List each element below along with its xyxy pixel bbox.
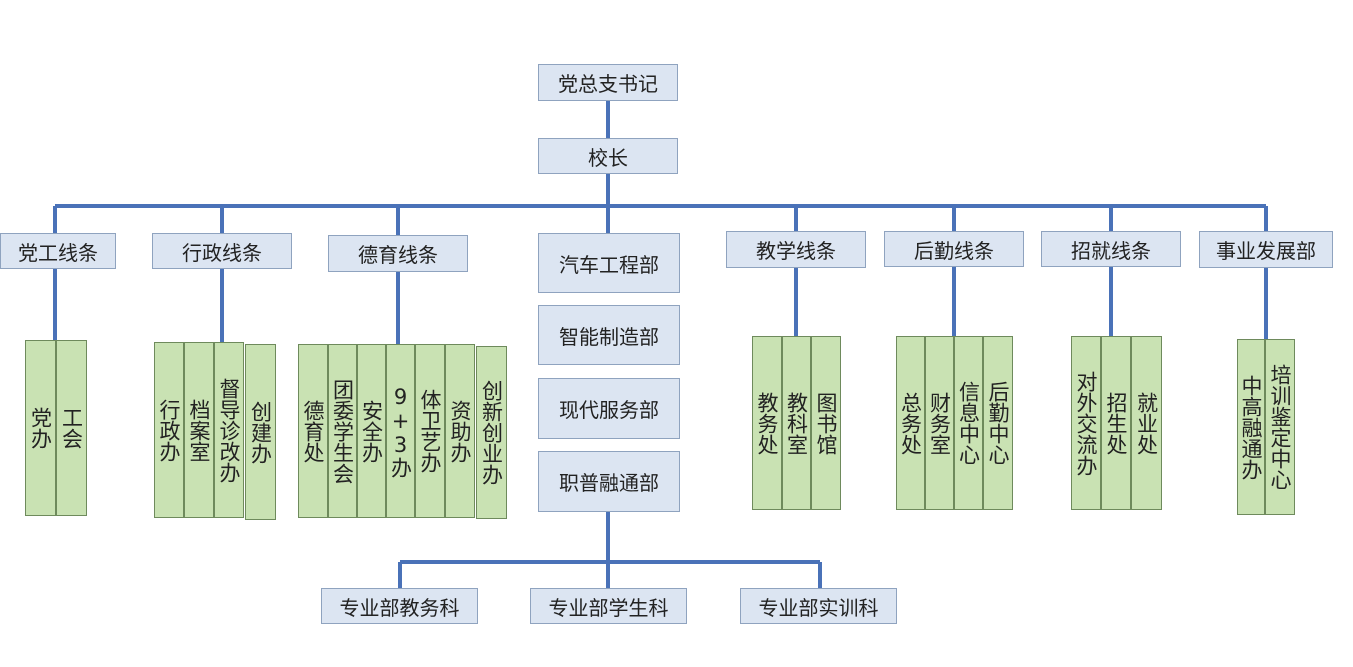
sub-academic-affairs: 专业部教务科	[321, 588, 478, 624]
office-academic-affairs: 教务处	[752, 336, 782, 510]
office-sports-arts: 体卫艺办	[415, 344, 445, 518]
sub-student-affairs: 专业部学生科	[530, 588, 687, 624]
sub-practical-training: 专业部实训科	[740, 588, 897, 624]
office-middle-high-integration: 中高融通办	[1237, 339, 1265, 515]
office-archives: 档案室	[184, 342, 214, 518]
career-dept-node: 事业发展部	[1199, 231, 1333, 268]
office-moral-education: 德育处	[298, 344, 328, 518]
office-youth-league: 团委学生会	[328, 344, 357, 518]
office-9-plus-3: 9+3办	[386, 344, 415, 518]
office-finance: 财务室	[925, 336, 954, 510]
dept-modern-service: 现代服务部	[538, 378, 680, 439]
admin-line-node: 行政线条	[152, 233, 292, 269]
office-information-center: 信息中心	[954, 336, 983, 510]
office-construction: 创建办	[245, 344, 276, 520]
office-supervision: 督导诊改办	[214, 342, 244, 518]
office-party: 党办	[25, 340, 56, 516]
office-financial-aid: 资助办	[445, 344, 475, 518]
office-general-affairs: 总务处	[896, 336, 925, 510]
office-admin: 行政办	[154, 342, 184, 518]
office-external-exchange: 对外交流办	[1071, 336, 1101, 510]
principal-node: 校长	[538, 138, 678, 174]
moral-line-node: 德育线条	[328, 235, 468, 272]
office-employment: 就业处	[1131, 336, 1162, 510]
party-secretary-node: 党总支书记	[538, 64, 678, 101]
office-library: 图书馆	[811, 336, 841, 510]
office-innovation: 创新创业办	[476, 346, 507, 519]
office-research: 教科室	[782, 336, 811, 510]
office-logistics-center: 后勤中心	[983, 336, 1013, 510]
dept-auto-engineering: 汽车工程部	[538, 233, 680, 293]
party-line-node: 党工线条	[0, 233, 116, 269]
logistics-line-node: 后勤线条	[884, 231, 1024, 267]
dept-vocational-general: 职普融通部	[538, 451, 680, 512]
office-training-certification: 培训鉴定中心	[1265, 339, 1295, 515]
office-admissions: 招生处	[1101, 336, 1131, 510]
teaching-line-node: 教学线条	[726, 231, 866, 268]
dept-smart-manufacturing: 智能制造部	[538, 305, 680, 365]
enroll-line-node: 招就线条	[1041, 231, 1181, 267]
office-union: 工会	[56, 340, 87, 516]
office-safety: 安全办	[357, 344, 386, 518]
